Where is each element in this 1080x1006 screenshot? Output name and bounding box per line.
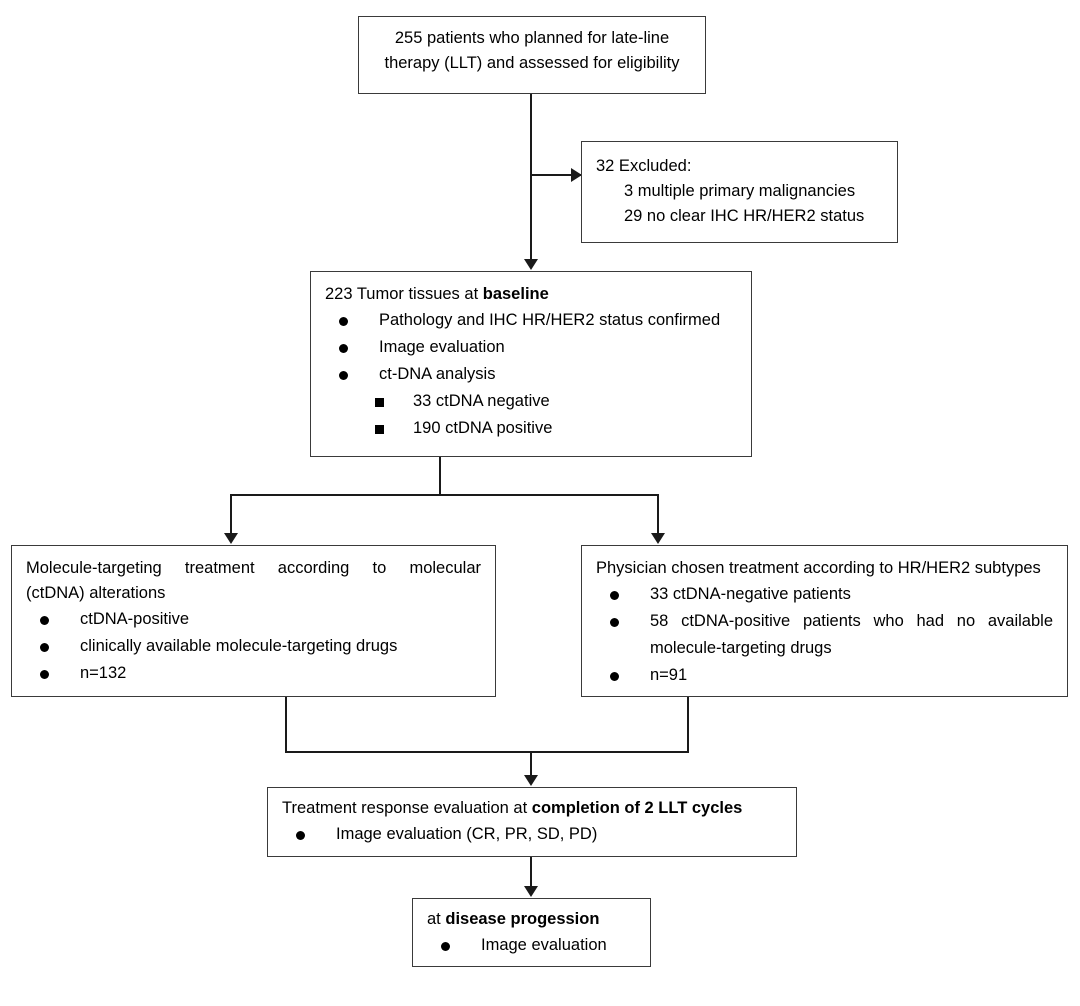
bullet-disc-icon xyxy=(296,831,305,840)
left-arm-heading-line-1: Molecule-targeting treatment according t… xyxy=(26,559,481,577)
node-baseline: 223 Tumor tissues at baseline Pathology … xyxy=(310,271,752,457)
list-item: Image evaluation (CR, PR, SD, PD) xyxy=(282,821,782,848)
response-heading-emphasis: completion of 2 LLT cycles xyxy=(531,799,743,817)
list-item-label: clinically available molecule-targeting … xyxy=(80,637,398,655)
right-arm-bullet-list: 33 ctDNA-negative patients 58 ctDNA-posi… xyxy=(596,581,1053,635)
arrowhead-excluded xyxy=(571,168,582,182)
connector-merge-right xyxy=(687,697,689,753)
left-arm-bullet-list: ctDNA-positive clinically available mole… xyxy=(26,606,481,687)
excluded-item-1: 3 multiple primary malignancies xyxy=(624,182,856,200)
arrowhead-left-arm xyxy=(224,533,238,544)
list-item-label: Image evaluation xyxy=(481,936,607,954)
list-item: clinically available molecule-targeting … xyxy=(26,633,481,660)
bullet-disc-icon xyxy=(339,371,348,380)
list-item: 33 ctDNA negative xyxy=(325,388,737,415)
connector-merge-left xyxy=(285,697,287,753)
list-item-label: Image evaluation xyxy=(379,338,505,356)
list-item-label: ctDNA-positive xyxy=(80,610,190,628)
list-item: Pathology and IHC HR/HER2 status confirm… xyxy=(325,307,737,334)
arrowhead-right-arm xyxy=(651,533,665,544)
bullet-disc-icon xyxy=(339,344,348,353)
list-item-label: n=132 xyxy=(80,664,127,682)
list-item-label: 33 ctDNA-negative patients xyxy=(650,585,851,603)
bullet-disc-icon xyxy=(40,616,49,625)
bullet-square-icon xyxy=(375,425,384,434)
bullet-disc-icon xyxy=(441,942,450,951)
list-item-label: ct-DNA analysis xyxy=(379,365,496,383)
node-progression: at disease progession Image evaluation xyxy=(412,898,651,967)
progression-heading-emphasis: disease progession xyxy=(445,910,600,928)
list-item: ct-DNA analysis xyxy=(325,361,737,388)
list-item: 58 ctDNA-positive patients who had no av… xyxy=(596,608,1053,635)
arrowhead-progression xyxy=(524,886,538,897)
connector-split-left xyxy=(230,494,232,534)
node-excluded: 32 Excluded: 3 multiple primary malignan… xyxy=(581,141,898,243)
baseline-sub-bullet-list: 33 ctDNA negative 190 ctDNA positive xyxy=(325,388,737,442)
list-item: 190 ctDNA positive xyxy=(325,415,737,442)
list-item-label: 190 ctDNA positive xyxy=(413,419,553,437)
progression-heading-text: at xyxy=(427,910,446,928)
list-item-label: n=91 xyxy=(650,666,688,684)
bullet-disc-icon xyxy=(40,670,49,679)
list-item: ctDNA-positive xyxy=(26,606,481,633)
right-arm-bullet-2-wrap: molecule-targeting drugs xyxy=(650,639,832,657)
excluded-item-2: 29 no clear IHC HR/HER2 status xyxy=(624,207,865,225)
list-item-label: Image evaluation (CR, PR, SD, PD) xyxy=(336,825,598,843)
list-item: 33 ctDNA-negative patients xyxy=(596,581,1053,608)
progression-heading: at disease progession xyxy=(427,907,636,932)
list-item-label: Pathology and IHC HR/HER2 status confirm… xyxy=(379,311,721,329)
connector-split-bar xyxy=(230,494,658,496)
node-enrollment: 255 patients who planned for late-line t… xyxy=(358,16,706,94)
list-item: Image evaluation xyxy=(427,932,636,959)
bullet-square-icon xyxy=(375,398,384,407)
connector-merge-bar xyxy=(285,751,689,753)
arrowhead-baseline xyxy=(524,259,538,270)
baseline-heading-text: 223 Tumor tissues at xyxy=(325,285,483,303)
right-arm-heading: Physician chosen treatment according to … xyxy=(596,559,1041,577)
list-item: n=132 xyxy=(26,660,481,687)
enrollment-line-1: 255 patients who planned for late-line xyxy=(394,29,670,47)
progression-bullet-list: Image evaluation xyxy=(427,932,636,959)
baseline-heading-emphasis: baseline xyxy=(482,285,549,303)
excluded-heading: 32 Excluded: xyxy=(596,157,692,175)
right-arm-bullet-list-cont: n=91 xyxy=(596,662,1053,689)
enrollment-line-2: therapy (LLT) and assessed for eligibili… xyxy=(384,54,680,72)
list-item: Image evaluation xyxy=(325,334,737,361)
node-left-arm: Molecule-targeting treatment according t… xyxy=(11,545,496,697)
response-heading-text: Treatment response evaluation at xyxy=(282,799,532,817)
node-response: Treatment response evaluation at complet… xyxy=(267,787,797,857)
node-right-arm: Physician chosen treatment according to … xyxy=(581,545,1068,697)
list-item-label: 58 ctDNA-positive patients who had no av… xyxy=(650,612,1053,630)
bullet-disc-icon xyxy=(610,618,619,627)
arrowhead-response xyxy=(524,775,538,786)
response-heading: Treatment response evaluation at complet… xyxy=(282,796,782,821)
bullet-disc-icon xyxy=(610,591,619,600)
bullet-disc-icon xyxy=(40,643,49,652)
connector-branch-to-excluded xyxy=(531,174,586,176)
baseline-heading: 223 Tumor tissues at baseline xyxy=(325,282,737,307)
connector-response-to-progression xyxy=(530,857,532,887)
list-item: n=91 xyxy=(596,662,1053,689)
response-bullet-list: Image evaluation (CR, PR, SD, PD) xyxy=(282,821,782,848)
baseline-bullet-list: Pathology and IHC HR/HER2 status confirm… xyxy=(325,307,737,388)
connector-baseline-stem xyxy=(439,457,441,495)
bullet-disc-icon xyxy=(339,317,348,326)
list-item-label: 33 ctDNA negative xyxy=(413,392,550,410)
connector-enrollment-to-baseline xyxy=(530,94,532,260)
left-arm-heading-line-2: (ctDNA) alterations xyxy=(26,584,166,602)
connector-merge-stem xyxy=(530,751,532,777)
bullet-disc-icon xyxy=(610,672,619,681)
connector-split-right xyxy=(657,494,659,534)
